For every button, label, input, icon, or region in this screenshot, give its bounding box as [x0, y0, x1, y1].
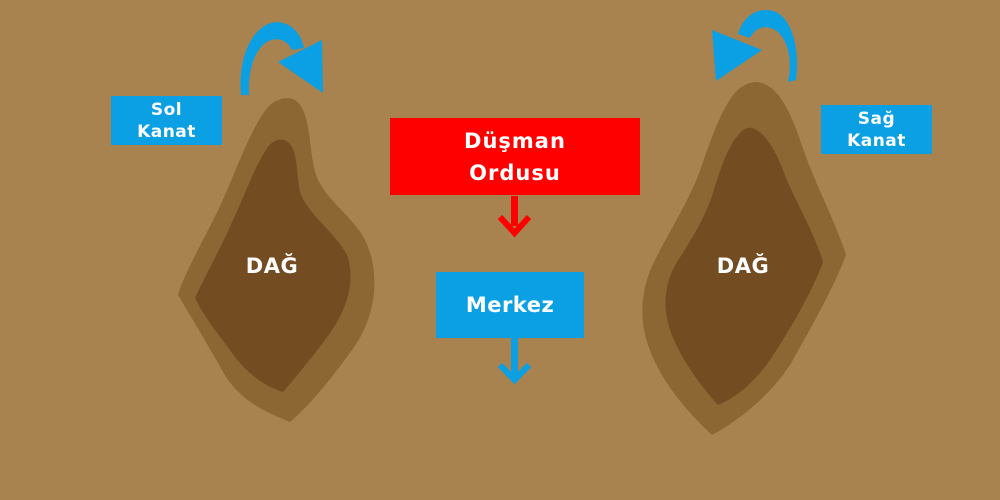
left-wing-label-line2: Kanat: [137, 121, 196, 142]
enemy-army-box: Düşman Ordusu: [390, 118, 640, 195]
enemy-down-arrow-icon: [497, 196, 532, 238]
mountain-left-inner: [195, 139, 351, 392]
mountain-right-label: DAĞ: [716, 254, 770, 278]
center-down-arrow-icon: [497, 338, 532, 385]
curved-arrow-counterclockwise-icon: [712, 10, 798, 82]
right-wing-label-line1: Sağ: [857, 108, 896, 129]
mountain-left: [178, 98, 375, 422]
mountain-right: [642, 82, 846, 436]
left-wing-box: Sol Kanat: [111, 96, 222, 145]
enemy-label-line2: Ordusu: [469, 160, 561, 185]
mountain-left-label: DAĞ: [245, 254, 299, 278]
enemy-label-line1: Düşman: [464, 128, 566, 153]
mountain-right-inner: [665, 127, 823, 406]
right-wing-label-line2: Kanat: [847, 130, 906, 151]
curved-arrow-clockwise-icon: [240, 22, 323, 95]
left-wing-label-line1: Sol: [150, 99, 183, 120]
right-wing-box: Sağ Kanat: [821, 105, 932, 154]
center-box: Merkez: [436, 272, 584, 338]
center-label: Merkez: [465, 293, 555, 317]
